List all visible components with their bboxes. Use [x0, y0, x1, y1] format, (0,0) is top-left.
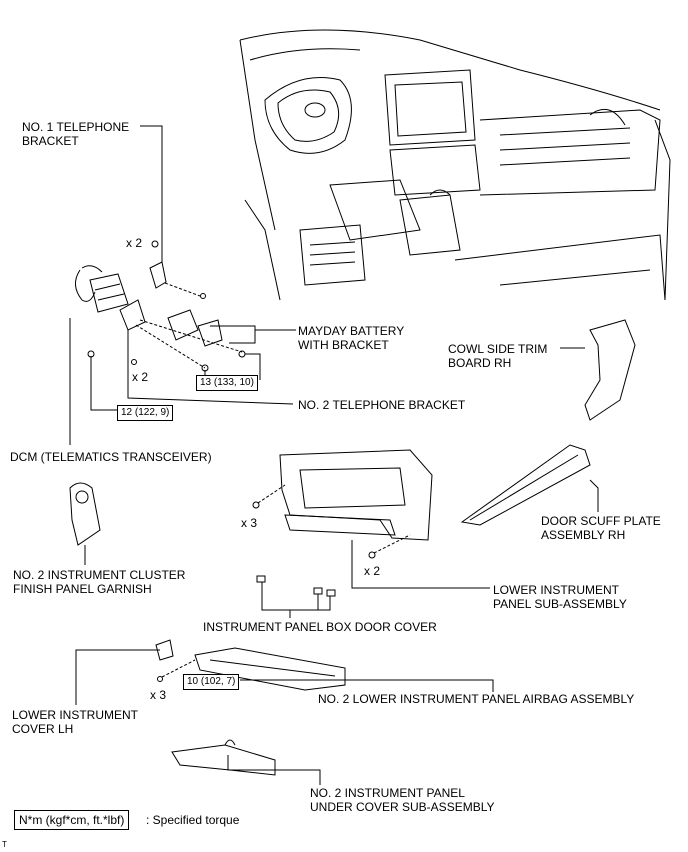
cluster-finish-garnish [69, 482, 101, 546]
label-airbag-assembly: NO. 2 LOWER INSTRUMENT PANEL AIRBAG ASSE… [318, 692, 635, 706]
quantity-no2-bracket: x 2 [132, 370, 149, 384]
label-dcm: DCM (TELEMATICS TRANSCEIVER) [10, 450, 212, 464]
label-box-door-cover: INSTRUMENT PANEL BOX DOOR COVER [203, 620, 437, 634]
quantity-lower-panel-left: x 3 [241, 516, 258, 530]
no1-telephone-bracket [149, 261, 167, 289]
vehicle-dashboard-drawing [239, 29, 671, 301]
dcm-unit [89, 273, 129, 313]
torque-box-airbag: 10 (102, 7) [183, 674, 240, 690]
airbag-assembly [194, 647, 346, 691]
quantity-airbag: x 3 [150, 688, 167, 702]
no2-telephone-bracket [119, 299, 146, 331]
torque-box-mayday: 13 (133, 10) [196, 375, 258, 391]
torque-box-no2-bracket: 12 (122, 9) [117, 405, 174, 421]
torque-legend-text: : Specified torque [146, 813, 240, 827]
torque-legend-box: N*m (kgf*cm, ft.*lbf) [14, 810, 130, 830]
mayday-battery [167, 309, 199, 341]
lower-instrument-panel [279, 449, 433, 541]
quantity-lower-panel-right: x 2 [364, 564, 381, 578]
lower-instrument-cover-lh [155, 639, 174, 661]
label-no2-telephone-bracket: NO. 2 TELEPHONE BRACKET [298, 398, 466, 412]
bolt-icon [151, 240, 159, 248]
door-scuff-plate [460, 444, 591, 526]
quantity-no1-bracket: x 2 [126, 236, 143, 250]
cowl-side-trim [584, 319, 636, 421]
footer-mark: T [2, 840, 7, 849]
